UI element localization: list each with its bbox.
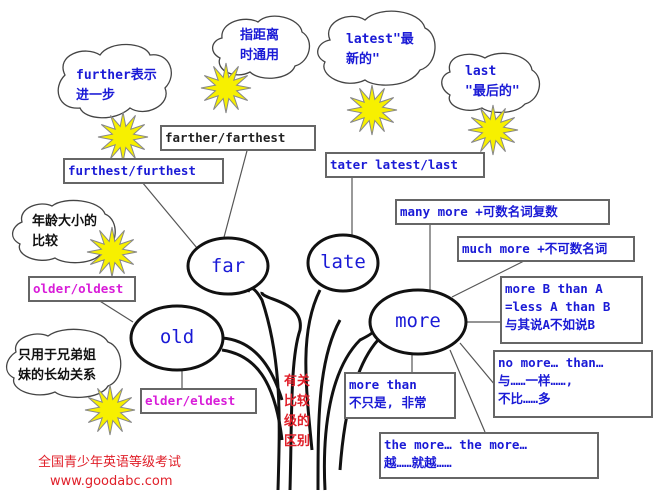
line: 与……一样……,	[498, 373, 574, 388]
footer-title: 全国青少年英语等级考试	[38, 455, 182, 470]
node-more: more	[395, 310, 441, 332]
line: 新的"	[346, 52, 380, 67]
star-burst-icon	[346, 84, 398, 136]
box-farther: farther/farthest	[160, 125, 316, 151]
line: more than	[349, 377, 417, 392]
node-late: late	[320, 251, 366, 273]
cloud-age: 年龄大小的 比较	[32, 212, 97, 252]
line: 比较	[32, 234, 59, 249]
line: latest"最	[346, 32, 414, 47]
line: 妹的长幼关系	[18, 368, 97, 383]
star-burst-icon	[467, 104, 519, 156]
box-elder: elder/eldest	[140, 388, 257, 414]
box-the-more: the more… the more… 越……就越……	[379, 432, 599, 479]
line: 不比……多	[498, 391, 551, 406]
line: last	[465, 64, 497, 79]
line: 比较	[284, 394, 311, 409]
line: 年龄大小的	[32, 214, 98, 229]
cloud-latest: latest"最 新的"	[346, 30, 414, 70]
node-ellipses	[129, 233, 468, 372]
footer-url: www.goodabc.com	[50, 474, 173, 489]
trunk-label: 有关 比较 级的 区别	[284, 372, 314, 452]
box-furthest: furthest/furthest	[63, 158, 224, 184]
connector-lines	[94, 146, 529, 433]
box-more-b-than-a: more B than A =less A than B 与其说A不如说B	[500, 276, 643, 344]
line: =less A than B	[505, 299, 611, 314]
cloud-further: further表示 进一步	[76, 66, 157, 106]
line: 不只是, 非常	[349, 395, 427, 410]
line: no more… than…	[498, 355, 604, 370]
cloud-distance: 指距离 时通用	[240, 26, 279, 66]
cloud-last: last "最后的"	[465, 62, 520, 102]
line: 进一步	[76, 88, 116, 103]
star-burst-icon	[84, 384, 136, 436]
line: 有关	[284, 374, 311, 389]
line: 只用于兄弟姐	[18, 348, 97, 363]
line: 与其说A不如说B	[505, 317, 596, 332]
line: 级的	[284, 414, 311, 429]
node-old: old	[159, 326, 195, 348]
line: "最后的"	[465, 84, 520, 99]
box-older: older/oldest	[28, 276, 136, 302]
box-later: tater latest/last	[325, 152, 485, 178]
line: 越……就越……	[384, 455, 452, 470]
box-many-more: many more +可数名词复数	[395, 199, 610, 225]
star-burst-icon	[97, 111, 149, 163]
star-burst-icon	[86, 226, 138, 278]
line: 区别	[284, 434, 311, 449]
line: 指距离	[240, 28, 280, 43]
box-much-more: much more +不可数名词	[457, 236, 635, 262]
node-far: far	[210, 255, 246, 277]
box-more-than: more than 不只是, 非常	[344, 372, 456, 419]
star-burst-icon	[200, 62, 252, 114]
clouds	[6, 10, 541, 398]
line: 时通用	[240, 48, 280, 63]
cloud-siblings: 只用于兄弟姐 妹的长幼关系	[18, 346, 96, 386]
line: further表示	[76, 68, 157, 83]
line: the more… the more…	[384, 437, 527, 452]
box-no-more-than: no more… than… 与……一样……, 不比……多	[493, 350, 653, 418]
line: more B than A	[505, 281, 603, 296]
tree-trunk	[221, 286, 380, 491]
